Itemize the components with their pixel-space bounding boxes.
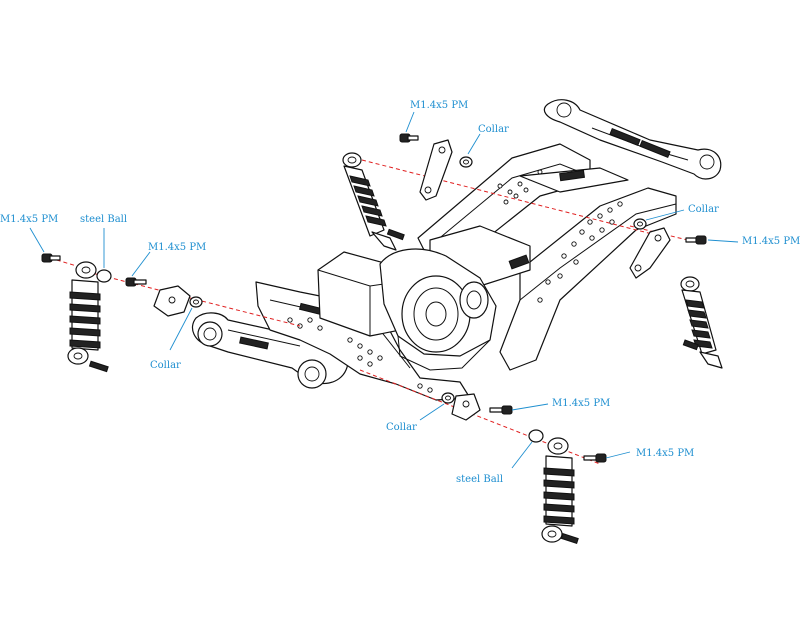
frame-badge [559, 169, 586, 182]
axis-front-right [359, 369, 601, 465]
slipper-gear [459, 281, 489, 319]
steel-ball-front-left [96, 269, 112, 283]
collar-front-right [441, 392, 455, 404]
label-front-left-screw-2: M1.4x5 PM [148, 242, 206, 253]
motor-gearbox [317, 248, 497, 371]
label-rear-right-collar: Collar [688, 204, 719, 215]
label-front-left-ball: steel Ball [80, 214, 127, 225]
screw-rear-right [685, 235, 707, 245]
label-rear-right-screw: M1.4x5 PM [742, 236, 800, 247]
leader-lines [29, 111, 739, 469]
label-front-left-collar: Collar [150, 360, 181, 371]
axis-front-left [79, 269, 301, 327]
label-rear-left-collar: Collar [478, 124, 509, 135]
axis-rear-left [361, 159, 661, 237]
callout-labels: M1.4x5 PM Collar Collar M1.4x5 PM M1.4x5… [0, 100, 800, 485]
collar-rear-right [633, 218, 647, 230]
tray-badge [508, 254, 530, 270]
rear-crossmember [543, 99, 722, 180]
screw-front-right-2 [583, 453, 607, 463]
screw-rear-left [399, 133, 419, 143]
collar-rear-left [459, 156, 473, 168]
label-rear-left-screw: M1.4x5 PM [410, 100, 468, 111]
collar-front-left [189, 296, 203, 308]
shock-rear-right [680, 276, 723, 369]
label-front-right-screw: M1.4x5 PM [552, 398, 610, 409]
chassis-frame [191, 99, 722, 401]
label-front-right-screw-2: M1.4x5 PM [636, 448, 694, 459]
label-front-left-screw: M1.4x5 PM [0, 214, 58, 225]
center-cross-plate [519, 167, 629, 193]
shock-front-right [541, 437, 579, 544]
shock-rear-left [342, 152, 405, 251]
rear-left-shock-link [419, 139, 453, 201]
label-front-right-ball: steel Ball [456, 474, 503, 485]
steel-ball-front-right [528, 429, 544, 443]
label-front-right-collar: Collar [386, 422, 417, 433]
right-side-rail [499, 187, 677, 371]
gear-cover [401, 275, 471, 353]
screw-front-left-2 [125, 277, 147, 287]
screw-front-left [41, 253, 61, 263]
front-crossmember [191, 312, 349, 389]
shock-front-left [67, 261, 109, 373]
screw-front-right [489, 405, 513, 415]
